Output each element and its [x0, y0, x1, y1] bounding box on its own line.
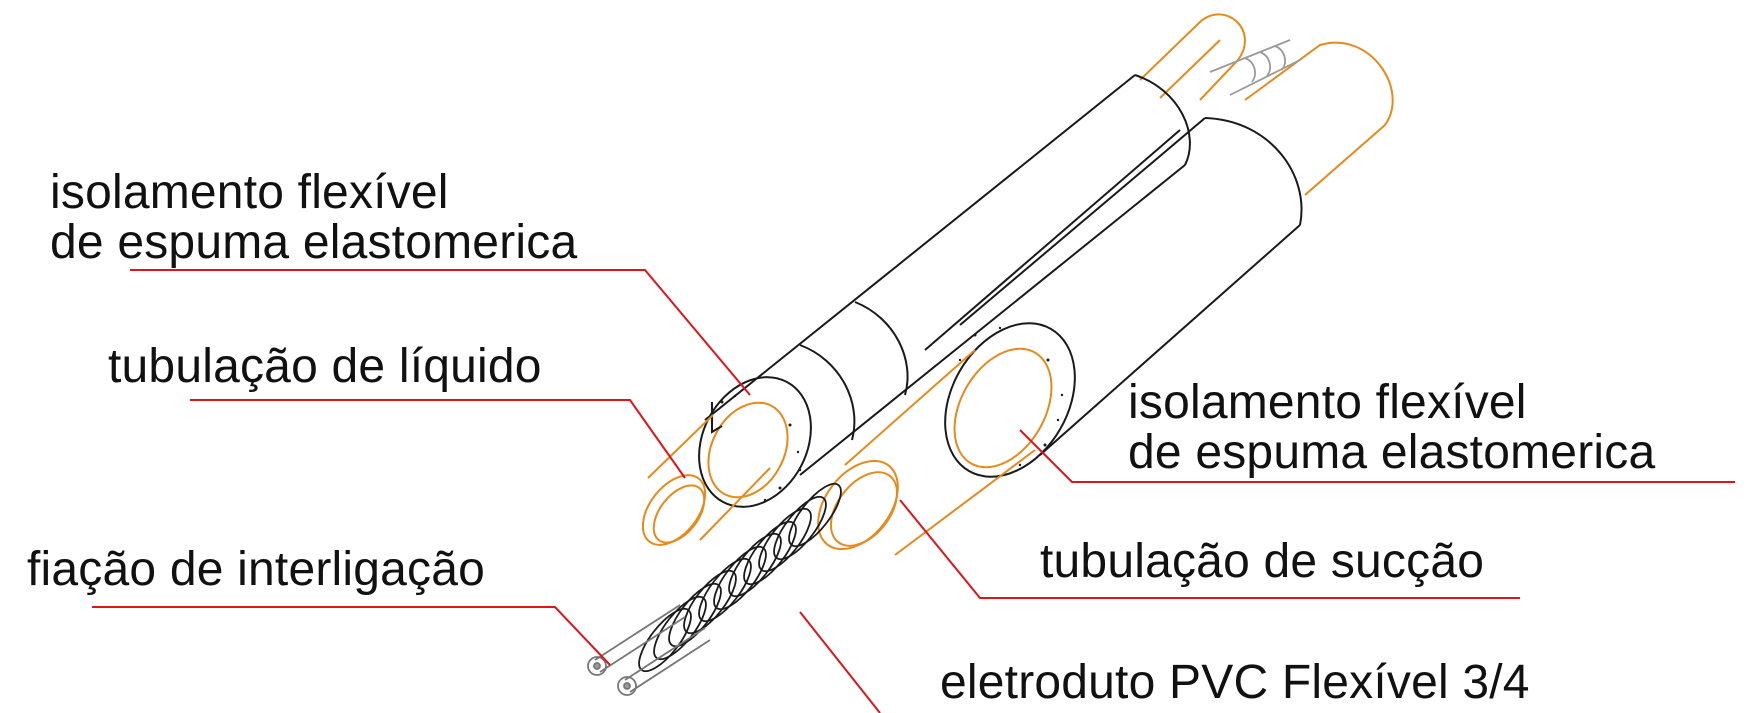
pvc-conduit-assembly — [587, 39, 1301, 696]
label-insulation-right-line2: de espuma elastomerica — [1128, 426, 1656, 479]
liquid-foam-face — [698, 376, 812, 508]
leader-liquid-pipe — [190, 399, 686, 479]
suction-pipe-back-end — [1244, 41, 1394, 196]
label-insulation-right-line1: isolamento flexível — [1128, 376, 1527, 429]
suction-pipe-front-end — [817, 349, 1036, 556]
label-suction-pipe: tubulação de sucção — [1040, 535, 1485, 588]
liquid-line-assembly — [641, 13, 1246, 546]
leader-insulation-right — [1019, 429, 1735, 483]
label-wiring: fiação de interligação — [27, 543, 486, 596]
conduit-back-section — [1209, 39, 1301, 96]
suction-line-assembly — [817, 41, 1394, 556]
leader-conduit — [799, 611, 881, 713]
label-insulation-left: isolamento flexível de espuma elastomeri… — [50, 168, 577, 268]
label-liquid-pipe: tubulação de líquido — [108, 340, 542, 393]
leader-insulation-left — [130, 269, 751, 396]
suction-insulation-sleeve — [924, 117, 1303, 456]
label-insulation-right: isolamento flexível de espuma elastomeri… — [1128, 378, 1655, 478]
label-insulation-left-line2: de espuma elastomerica — [50, 216, 578, 269]
leader-wiring — [92, 606, 611, 666]
leader-suction-pipe — [899, 499, 1520, 599]
interconnection-wires — [587, 604, 711, 696]
label-conduit: eletroduto PVC Flexível 3/4 — [940, 656, 1530, 709]
liquid-pipe-back-end — [1139, 13, 1246, 101]
suction-foam-face — [944, 322, 1076, 478]
liquid-insulation-sleeve — [704, 74, 1191, 476]
leader-lines — [92, 269, 1735, 713]
label-insulation-left-line1: isolamento flexível — [50, 166, 449, 219]
liquid-pipe-front-end — [641, 414, 771, 546]
